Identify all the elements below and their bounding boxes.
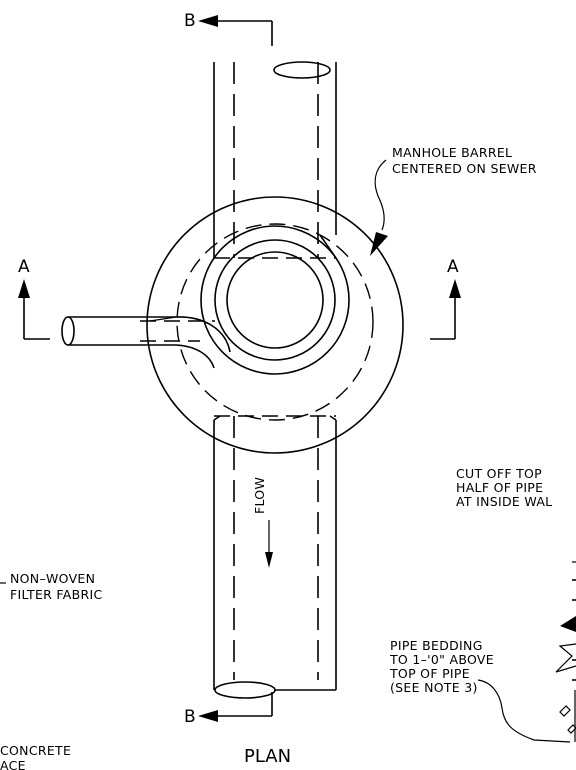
manhole-base-outline: [146, 196, 404, 454]
manhole-barrel-callout: MANHOLE BARREL CENTERED ON SEWER: [370, 145, 537, 256]
concrete-label-line2: ACE: [0, 758, 26, 770]
view-title: PLAN: [244, 746, 291, 767]
section-a-left-label: A: [18, 257, 30, 277]
bedding-label-line3: TOP OF PIPE: [389, 666, 470, 681]
manhole-barrel-label-line2: CENTERED ON SEWER: [392, 161, 537, 176]
manhole-barrel-outer: [200, 225, 350, 375]
manhole-barrel-middle: [214, 239, 336, 361]
lateral-pipe: [61, 316, 231, 369]
concrete-callout: CONCRETE ACE: [0, 743, 71, 770]
bedding-label-line1: PIPE BEDDING: [390, 638, 483, 653]
section-marker-b-bottom: B: [184, 692, 273, 727]
manhole-barrel-label-line1: MANHOLE BARREL: [392, 145, 512, 160]
filter-fabric-callout: NON–WOVEN FILTER FABRIC: [0, 571, 102, 602]
manhole-inner-wall-hidden: [176, 223, 374, 421]
manhole-opening: [226, 251, 324, 349]
flow-label: FLOW: [252, 477, 267, 514]
flow-indicator: FLOW: [252, 477, 273, 568]
bedding-label-line4: (SEE NOTE 3): [390, 680, 478, 695]
cutoff-label-line2: HALF OF PIPE: [456, 480, 543, 495]
cutoff-label-line1: CUT OFF TOP: [456, 466, 542, 481]
pipe-bedding-callout: PIPE BEDDING TO 1–'0" ABOVE TOP OF PIPE …: [389, 638, 571, 743]
main-sewer-pipe: [213, 61, 337, 699]
section-marker-a-right: A: [430, 257, 461, 340]
section-a-right-label: A: [447, 257, 459, 277]
section-marker-a-left: A: [18, 257, 50, 340]
fabric-label-line2: FILTER FABRIC: [10, 587, 102, 602]
flow-arrow-icon: [265, 552, 273, 568]
manhole-structure: [146, 196, 404, 454]
cutoff-callout: CUT OFF TOP HALF OF PIPE AT INSIDE WAL: [456, 466, 552, 509]
leader-arrowhead: [370, 232, 388, 256]
section-b-bottom-label: B: [184, 707, 196, 727]
partial-section-detail: [555, 561, 576, 742]
concrete-label-line1: CONCRETE: [0, 743, 71, 758]
section-marker-b-top: B: [184, 11, 273, 46]
section-b-top-label: B: [184, 11, 196, 31]
fabric-label-line1: NON–WOVEN: [10, 571, 95, 586]
bedding-label-line2: TO 1–'0" ABOVE: [389, 652, 494, 667]
cutoff-label-line3: AT INSIDE WAL: [456, 494, 552, 509]
